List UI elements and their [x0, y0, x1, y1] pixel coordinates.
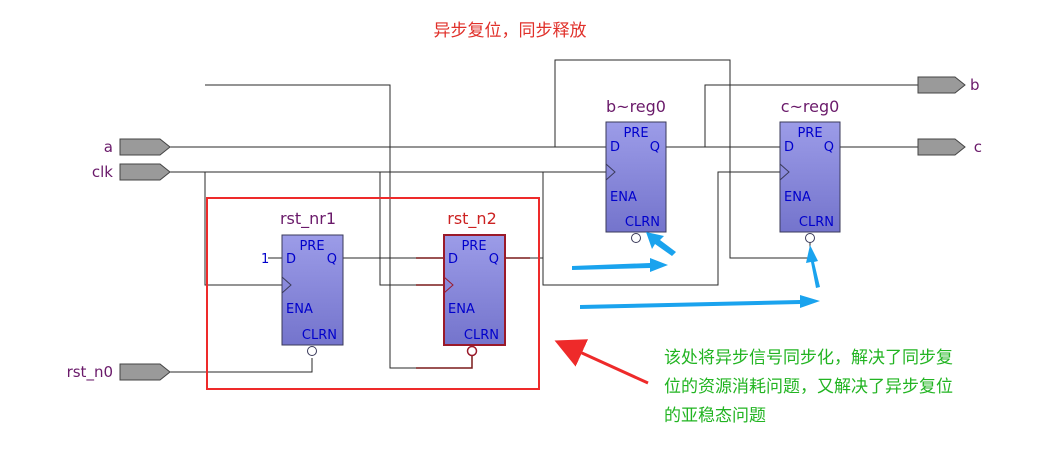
pin-clrn: CLRN [464, 328, 499, 343]
wire-b-loop [554, 59, 811, 259]
pin-pre: PRE [623, 126, 648, 141]
annotation-note: 该处将异步信号同步化，解决了同步复 位的资源消耗问题，又解决了异步复位 的亚稳态… [664, 344, 1044, 431]
clock-triangle-icon [443, 276, 454, 294]
port-rst-n0-label: rst_n0 [67, 363, 113, 382]
register-c-reg0-title: c~reg0 [781, 97, 840, 116]
pin-ena: ENA [610, 190, 637, 205]
wire-clk-rst-nr1 [204, 172, 282, 286]
highlight-wires [416, 257, 530, 369]
port-c-label: c [974, 138, 982, 156]
clock-triangle-icon [281, 276, 292, 294]
register-rst-n2: rst_n2 PRE D Q ENA CLRN [443, 209, 506, 357]
pin-d: D [784, 140, 794, 155]
port-b-label: b [970, 76, 980, 94]
inversion-bubble-icon [631, 233, 641, 243]
hl-wire-clrn [416, 356, 473, 369]
pin-d: D [610, 140, 620, 155]
blue-arrow-right-2 [580, 295, 820, 309]
blue-arrow-right-1 [572, 258, 668, 272]
blue-arrow-up [806, 245, 820, 288]
pin-q: Q [489, 252, 499, 267]
pin-q: Q [650, 140, 660, 155]
port-clk-label: clk [92, 163, 113, 181]
note-line: 该处将异步信号同步化，解决了同步复 [664, 348, 953, 368]
port-c: c [917, 138, 982, 156]
inversion-bubble-icon [466, 345, 478, 357]
pin-d: D [286, 252, 296, 267]
register-c-reg0: c~reg0 PRE D Q ENA CLRN [779, 97, 841, 243]
register-rst-nr1-title: rst_nr1 [280, 209, 336, 229]
port-clk: clk [92, 163, 171, 181]
red-pointer-arrow [554, 339, 649, 385]
port-a-label: a [104, 138, 113, 156]
sync-region-frame [206, 197, 540, 390]
register-b-reg0-title: b~reg0 [606, 97, 666, 116]
pin-pre: PRE [797, 126, 822, 141]
blue-arrows [572, 232, 820, 309]
pin-ena: ENA [448, 302, 475, 317]
const-one-label: 1 [261, 252, 269, 267]
clock-triangle-icon [779, 163, 790, 181]
port-rst-n0: rst_n0 [67, 363, 171, 382]
pin-ena: ENA [286, 302, 313, 317]
pin-clrn: CLRN [625, 215, 660, 230]
inversion-bubble-icon [307, 346, 317, 356]
wire-rst-n0 [170, 358, 313, 373]
pin-clrn: CLRN [302, 328, 337, 343]
note-line: 位的资源消耗问题，又解决了异步复位 [664, 377, 953, 397]
port-b: b [917, 76, 980, 94]
diagram-title: 异步复位，同步释放 [434, 21, 587, 41]
register-b-reg0: b~reg0 PRE D Q ENA CLRN [605, 97, 667, 243]
pin-q: Q [327, 252, 337, 267]
pin-d: D [448, 252, 458, 267]
pin-pre: PRE [299, 239, 324, 254]
pin-q: Q [824, 140, 834, 155]
pin-ena: ENA [784, 190, 811, 205]
pin-pre: PRE [461, 239, 486, 254]
register-rst-n2-title: rst_n2 [447, 209, 497, 229]
wire-b-q [665, 84, 920, 148]
register-rst-nr1: rst_nr1 PRE D Q ENA CLRN 1 [261, 209, 344, 356]
inversion-bubble-icon [805, 233, 815, 243]
blue-arrow-diag [646, 232, 676, 256]
clock-triangle-icon [605, 163, 616, 181]
pin-clrn: CLRN [799, 215, 834, 230]
note-line: 的亚稳态问题 [664, 406, 766, 426]
port-a: a [104, 138, 171, 156]
